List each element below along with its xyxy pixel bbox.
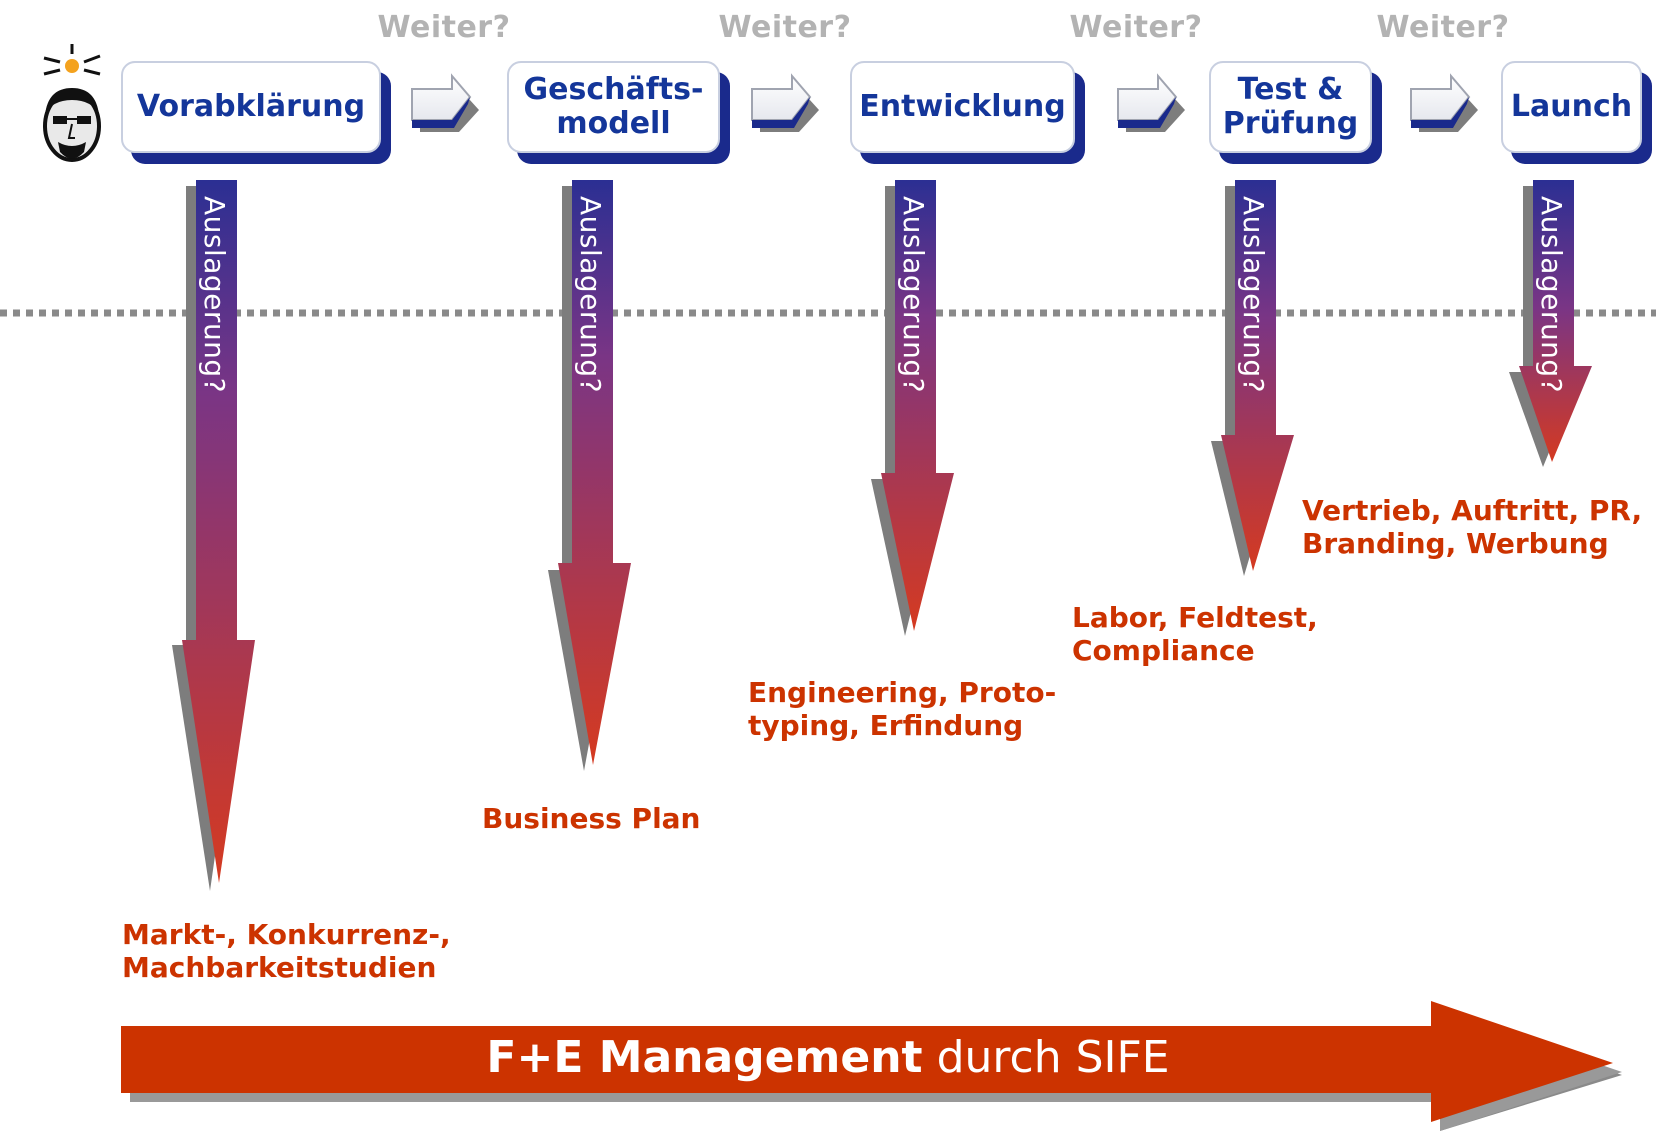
banner-title-bold: F+E Management — [486, 1032, 923, 1083]
gate-label-3: Weiter? — [1069, 10, 1203, 45]
gate-arrow-3 — [1117, 73, 1185, 132]
result-vorabklaerung: Markt-, Konkurrenz-,Machbarkeitstudien — [122, 918, 451, 984]
stage-test-pruefung: Test &Prüfung — [1209, 61, 1372, 153]
banner-arrow — [121, 1001, 1622, 1131]
outsourcing-label-3: Auslagerung? — [897, 196, 930, 394]
outsourcing-arrow-5 — [1509, 180, 1592, 467]
gate-label-4: Weiter? — [1376, 10, 1510, 45]
gate-arrow-1 — [411, 73, 479, 132]
gate-label-2: Weiter? — [718, 10, 852, 45]
outsourcing-label-1: Auslagerung? — [198, 196, 231, 394]
stage-geschaeftsmodell: Geschäfts-modell — [507, 61, 720, 153]
stage-entwicklung: Entwicklung — [850, 61, 1075, 153]
banner-title: F+E Management durch SIFE — [378, 1032, 1278, 1083]
stage-launch: Launch — [1501, 61, 1642, 153]
outsourcing-arrow-2 — [548, 180, 631, 771]
outsourcing-arrow-1 — [172, 180, 255, 891]
gate-label-1: Weiter? — [377, 10, 511, 45]
outsourcing-label-2: Auslagerung? — [574, 196, 607, 394]
result-test-pruefung: Labor, Feldtest,Compliance — [1072, 601, 1318, 667]
outsourcing-arrow-4 — [1211, 180, 1294, 576]
outsourcing-arrow-3 — [871, 180, 954, 636]
result-entwicklung: Engineering, Proto-typing, Erfindung — [748, 676, 1057, 742]
person-idea-icon — [43, 44, 101, 162]
result-launch: Vertrieb, Auftritt, PR,Branding, Werbung — [1302, 494, 1643, 560]
stage-vorabklaerung: Vorabklärung — [121, 61, 381, 153]
gate-arrow-2 — [751, 73, 819, 132]
gate-arrow-4 — [1410, 73, 1478, 132]
banner-title-regular: durch SIFE — [922, 1032, 1170, 1083]
outsourcing-label-4: Auslagerung? — [1237, 196, 1270, 394]
result-geschaeftsmodell: Business Plan — [482, 802, 701, 835]
outsourcing-label-5: Auslagerung? — [1535, 196, 1568, 394]
